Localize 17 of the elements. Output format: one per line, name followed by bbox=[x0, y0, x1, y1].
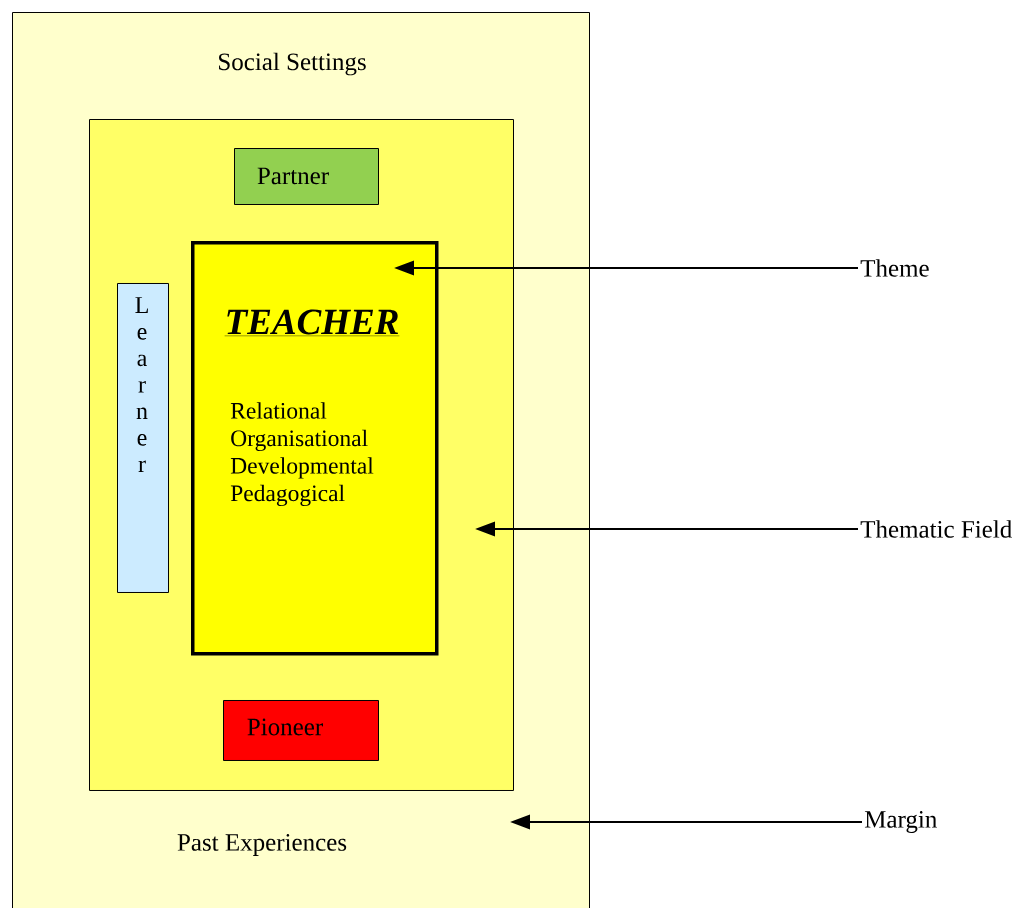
partner-box bbox=[234, 148, 379, 205]
pioneer-box bbox=[223, 700, 379, 761]
box-label: Pioneer bbox=[247, 718, 323, 736]
callout-label: Thematic Field bbox=[860, 520, 1012, 538]
box-label: Partner bbox=[257, 167, 329, 185]
teacher-box bbox=[191, 241, 439, 656]
callout-label: Margin bbox=[864, 811, 937, 833]
box-label: L e a r n e r bbox=[135, 297, 148, 472]
leader-arrow bbox=[396, 260, 859, 275]
area-title: Past Experiences bbox=[177, 834, 347, 856]
area-title: Social Settings bbox=[219, 52, 366, 76]
callout-label: Theme bbox=[860, 259, 929, 277]
teacher-heading: TEACHER bbox=[224, 309, 400, 337]
theme-list: Relational Organisational Developmental Pedagogical bbox=[230, 402, 374, 507]
learner-box bbox=[117, 283, 169, 593]
leader-arrow bbox=[477, 521, 859, 536]
leader-arrow bbox=[512, 814, 863, 829]
